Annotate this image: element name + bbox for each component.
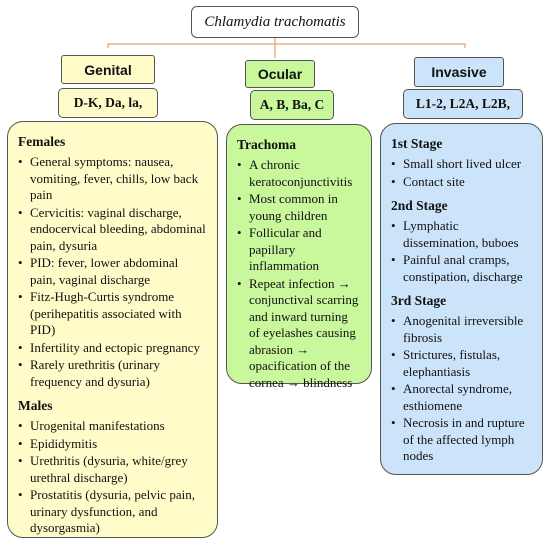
list-item: Cervicitis: vaginal discharge, endocervi… [18, 205, 207, 255]
section-title-stage-2: 2nd Stage [391, 198, 448, 213]
ocular-content-box: Trachoma A chronic keratoconjunctivitis … [226, 124, 372, 390]
invasive-header: Invasive [414, 57, 504, 87]
genital-header: Genital [61, 55, 155, 84]
list-item: A chronic keratoconjunctivitis [237, 157, 361, 190]
section-title-stage-3: 3rd Stage [391, 293, 447, 308]
root-title: Chlamydia trachomatis [204, 13, 346, 30]
males-list: Urogenital manifestations Epididymitis U… [18, 418, 207, 537]
genital-header-label: Genital [84, 61, 132, 78]
list-item: Follicular and papillary inflammation [237, 225, 361, 275]
list-item: Lymphatic dissemination, buboes [391, 218, 532, 251]
stage-1-list: Small short lived ulcer Contact site [391, 156, 532, 190]
females-list: General symptoms: nausea, vomiting, feve… [18, 154, 207, 390]
list-item: Small short lived ulcer [391, 156, 532, 173]
branch-connector [107, 43, 466, 48]
invasive-serovars: L1-2, L2A, L2B, [415, 96, 511, 111]
list-item: Epididymitis [18, 436, 207, 453]
list-item: General symptoms: nausea, vomiting, feve… [18, 154, 207, 204]
section-title-stage-1: 1st Stage [391, 136, 443, 151]
list-item: Urogenital manifestations [18, 418, 207, 435]
invasive-content-box: 1st Stage Small short lived ulcer Contac… [380, 123, 543, 475]
list-item: Prostatitis (dysuria, pelvic pain, urina… [18, 487, 207, 537]
section-title-males: Males [18, 398, 53, 413]
list-item: Necrosis in and rupture of the affected … [391, 415, 532, 465]
genital-content-box: Females General symptoms: nausea, vomiti… [7, 121, 218, 538]
ocular-header: Ocular [245, 60, 315, 88]
stage-3-list: Anogenital irreversible fibrosis Strictu… [391, 313, 532, 465]
list-item: Most common in young children [237, 191, 361, 224]
root-title-box: Chlamydia trachomatis [191, 6, 359, 38]
invasive-header-label: Invasive [431, 64, 487, 80]
trachoma-list: A chronic keratoconjunctivitis Most comm… [237, 157, 361, 391]
section-title-females: Females [18, 134, 66, 149]
stage-2-list: Lymphatic dissemination, buboes Painful … [391, 218, 532, 285]
section-title-trachoma: Trachoma [237, 137, 296, 152]
list-item: Fitz-Hugh-Curtis syndrome (perihepatitis… [18, 289, 207, 339]
list-item: Anorectal syndrome, esthiomene [391, 381, 532, 414]
ocular-serovars: A, B, Ba, C [259, 97, 325, 112]
genital-serovars: D-K, Da, la, [73, 95, 143, 110]
list-item: Contact site [391, 174, 532, 191]
ocular-header-label: Ocular [257, 66, 303, 82]
list-item: Strictures, fistulas, elephantiasis [391, 347, 532, 380]
list-item: Anogenital irreversible fibrosis [391, 313, 532, 346]
list-item: Urethritis (dysuria, white/grey urethral… [18, 453, 207, 486]
invasive-serovars-box: L1-2, L2A, L2B, [403, 89, 523, 119]
list-item: Painful anal cramps, constipation, disch… [391, 252, 532, 285]
list-item: PID: fever, lower abdominal pain, vagina… [18, 255, 207, 288]
list-item: Infertility and ectopic pregnancy [18, 340, 207, 357]
list-item: Rarely urethritis (urinary frequency and… [18, 357, 207, 390]
ocular-serovars-box: A, B, Ba, C [250, 90, 334, 120]
list-item: Repeat infection → conjunctival scarring… [237, 276, 361, 392]
genital-serovars-box: D-K, Da, la, [58, 88, 158, 118]
